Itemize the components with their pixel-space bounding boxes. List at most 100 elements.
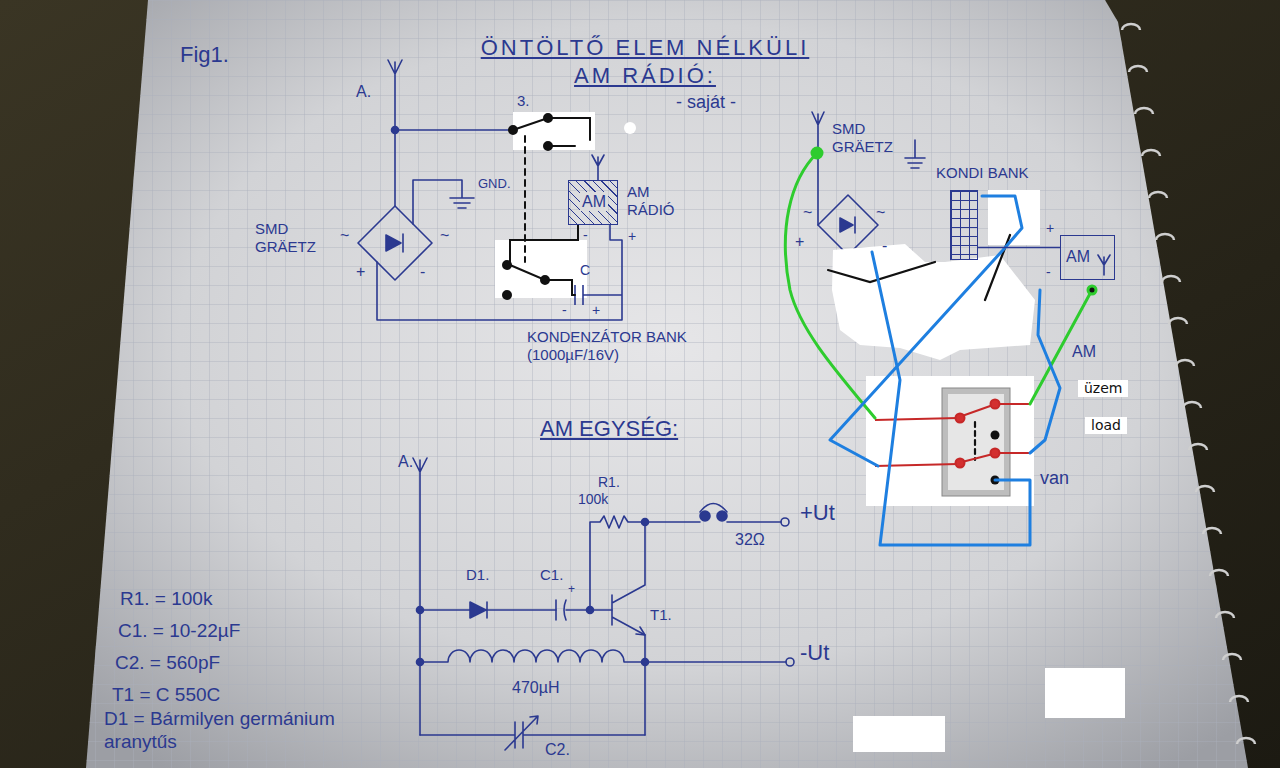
junction-dot: [392, 127, 399, 134]
bridge-rectifier-symbol: [818, 195, 878, 255]
variable-capacitor-symbol: [420, 716, 645, 750]
annotation-label: A.: [398, 452, 413, 471]
annotation-label: D1.: [466, 566, 489, 584]
junction-dot: [417, 659, 424, 666]
transistor-symbol: [612, 522, 645, 735]
switch-contact: [503, 261, 511, 269]
wire-end: [812, 148, 822, 158]
switch-contact: [991, 400, 1000, 409]
junction-dot: [417, 607, 424, 614]
wire: [1030, 290, 1060, 453]
annotation-label: GND.: [478, 176, 511, 192]
annotation-label: R1.: [598, 474, 620, 491]
annotation-label: 32Ω: [735, 530, 765, 549]
annotation-label: C2. = 560pF: [115, 652, 220, 675]
wire: [645, 661, 786, 663]
wire-connector: [978, 247, 1060, 249]
wire: [875, 404, 1030, 466]
antenna-symbol: [413, 458, 427, 735]
switch-link: [974, 422, 976, 460]
annotation-label: -: [882, 236, 887, 255]
annotation-label: +: [1046, 220, 1054, 237]
wire-end: [1088, 286, 1096, 294]
annotation-label: R1. = 100k: [120, 588, 212, 611]
am-unit-circuit: [413, 458, 794, 750]
annotation-label: +: [795, 232, 804, 251]
switch-position-label: load: [1085, 417, 1127, 434]
am-radio-box: AM: [1060, 235, 1115, 280]
annotation-label: 470µH: [512, 678, 559, 697]
box-heading: KONDI BANK: [936, 164, 1029, 182]
annotation-label: -: [562, 302, 567, 319]
antenna-symbol: [592, 155, 604, 180]
wire: [395, 129, 513, 131]
resistor-symbol: [590, 516, 645, 610]
wire: [420, 609, 612, 611]
switch-position-label: üzem: [1078, 380, 1128, 397]
annotation-label: C1.: [540, 566, 563, 584]
annotation-label: C2.: [545, 740, 570, 759]
annotation-label: KONDENZÁTOR BANK (1000µF/16V): [527, 328, 727, 364]
am-radio-box: AMAM RÁDIÓ: [568, 180, 618, 225]
switch-contact: [541, 276, 549, 284]
antenna-symbol: [812, 112, 824, 225]
ground-symbol: [905, 140, 925, 168]
annotation-label: SMD GRÄETZ: [255, 220, 327, 256]
junction-dot: [642, 659, 649, 666]
headphone-symbol: [700, 511, 710, 521]
terminal: [786, 658, 794, 666]
box-heading: AM RÁDIÓ: [627, 183, 687, 219]
switch-symbol: [510, 225, 578, 295]
blue-wires: [830, 196, 1060, 545]
annotation-label: C: [580, 262, 590, 279]
white-patch: [624, 122, 636, 134]
wire: [785, 153, 875, 418]
switch-contact: [544, 114, 552, 122]
antenna-symbol: [388, 60, 402, 206]
box-label: AM: [580, 192, 608, 211]
annotation-label: T1.: [650, 606, 672, 624]
antenna-symbol: [1098, 255, 1110, 275]
switch-contact: [509, 126, 517, 134]
annotation-label: D1 = Bármilyen germánium aranytűs: [104, 708, 364, 754]
annotation-label: C1. = 10-22µF: [118, 620, 240, 643]
switch-contact: [956, 414, 965, 423]
annotation-label: Fig1.: [180, 42, 229, 68]
annotation-label: AM EGYSÉG:: [540, 416, 678, 442]
ground-symbol: [413, 180, 474, 224]
notebook-paper: [86, 0, 1248, 768]
annotation-label: ~: [876, 203, 885, 222]
white-patch: [513, 112, 595, 150]
annotation-label: ~: [340, 226, 349, 245]
annotation-label: - saját -: [676, 92, 736, 114]
switch-contact: [991, 449, 1000, 458]
inductor-symbol: [420, 650, 645, 662]
capacitor-bank-box: KONDI BANK: [950, 190, 978, 260]
annotation-label: +: [592, 302, 600, 319]
black-wires: [828, 235, 1010, 460]
headphone-symbol: [645, 504, 781, 523]
switch-contact: [503, 291, 511, 299]
terminal: [781, 518, 789, 526]
diode-symbol: [386, 234, 403, 252]
capacitor-symbol: [556, 600, 566, 620]
junction-dot: [587, 607, 594, 614]
wire: [830, 196, 1022, 466]
spiral-binding: [1122, 24, 1255, 744]
annotation-label: +: [568, 582, 575, 596]
wire: [377, 225, 622, 320]
annotation-label: +: [628, 228, 636, 245]
diode-symbol: [840, 217, 855, 233]
switch-contact: [956, 459, 965, 468]
headphone-symbol: [717, 511, 727, 521]
wire: [828, 262, 935, 282]
switch-face: [948, 394, 1004, 490]
annotation-label: T1 = C 550C: [112, 684, 220, 707]
annotation-label: +Ut: [800, 500, 835, 526]
annotation-label: ~: [440, 226, 449, 245]
annotation-label: 100k: [578, 491, 608, 508]
white-patch: [853, 716, 945, 752]
annotation-label: -: [583, 227, 588, 244]
charger-circuit: [358, 60, 622, 320]
